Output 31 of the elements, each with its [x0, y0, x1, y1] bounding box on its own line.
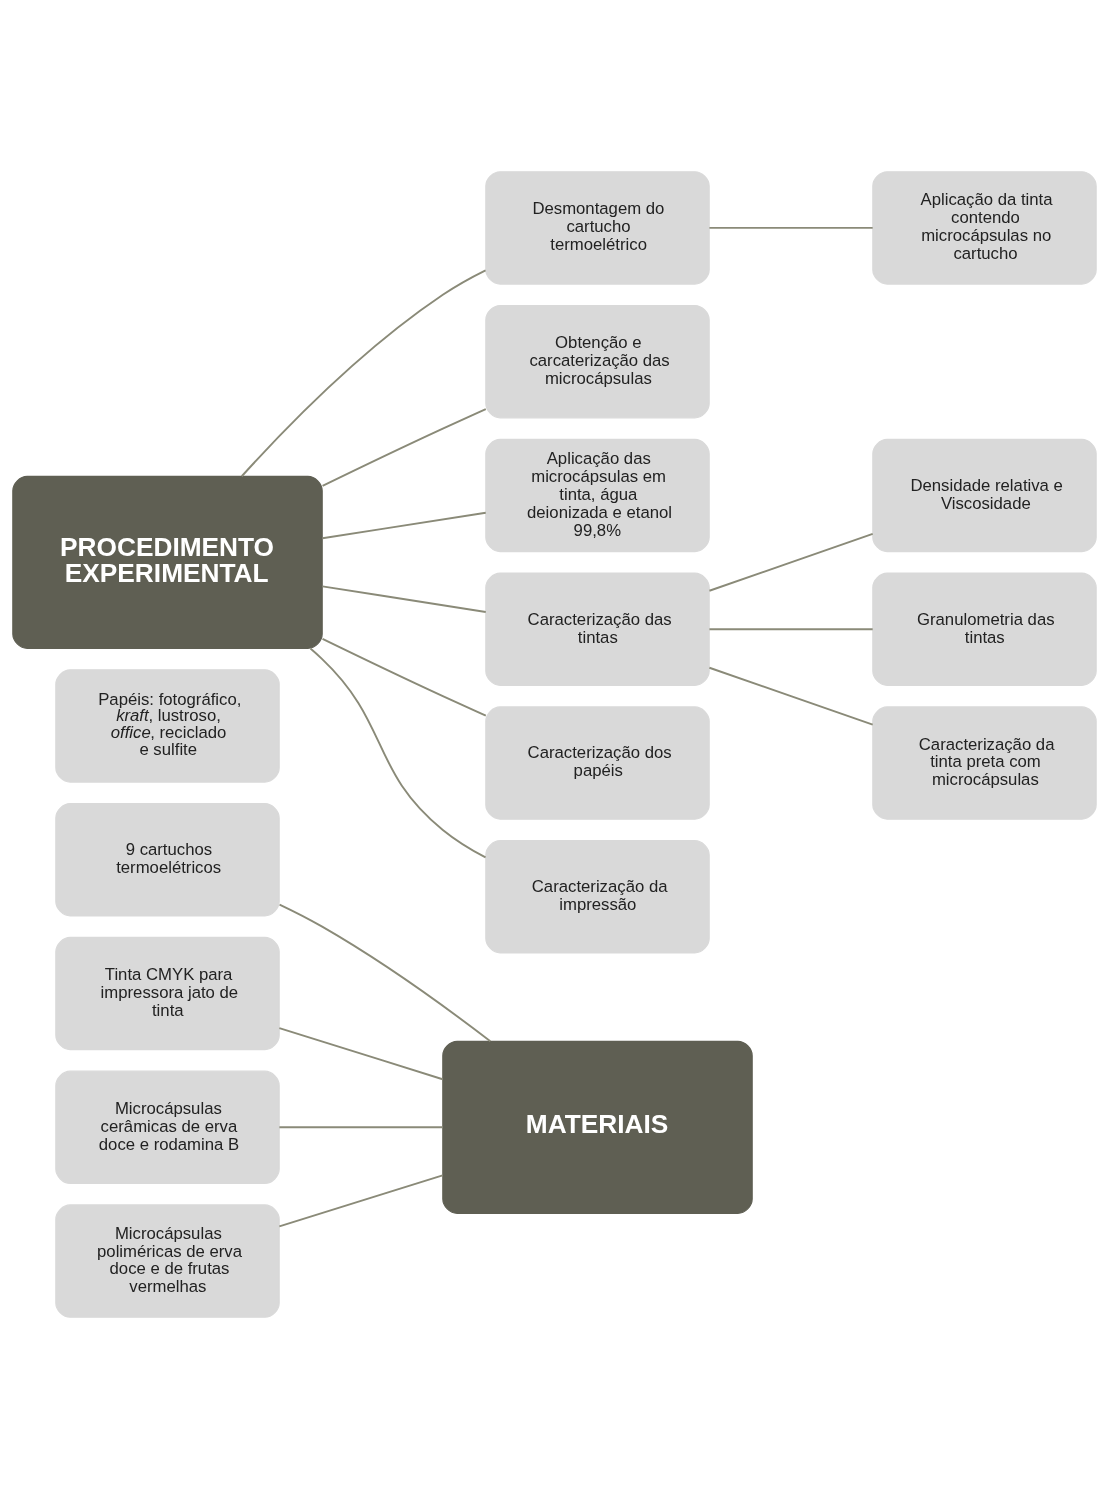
node-box: Aplicação das microcápsulas em tinta, água deionizada e etanol 99,8% — [485, 438, 710, 552]
connector — [240, 268, 487, 477]
connector — [278, 1125, 444, 1128]
node-box: Caracterização das tintas — [485, 572, 710, 686]
connector — [278, 903, 492, 1042]
node-box: Tinta CMYK para impressora jato de tinta — [55, 936, 280, 1050]
node-box: Aplicação da tinta contendo microcápsulas no cartucho — [872, 170, 1097, 285]
connector — [321, 511, 487, 539]
node-box: 9 cartuchos termoelétricos — [55, 802, 280, 916]
connector — [321, 407, 487, 487]
connector — [321, 584, 487, 613]
connector — [309, 647, 487, 858]
connector — [321, 637, 487, 716]
connector — [708, 666, 874, 725]
connector — [708, 532, 874, 592]
node-box: Microcápsulas cerâmicas de erva doce e rodamina B — [55, 1070, 280, 1184]
node-box: Microcápsulas poliméricas de erva doce e de frutas vermelhas — [55, 1203, 280, 1318]
node-box: PROCEDIMENTO EXPERIMENTAL — [12, 475, 323, 649]
connector — [278, 1173, 444, 1227]
connector — [278, 1026, 444, 1080]
node-box: Papéis: fotográfico, kraft, lustroso, office, reciclado e sulfite — [55, 668, 280, 783]
node-box: MATERIAIS — [442, 1040, 753, 1214]
node-box: Obtenção e carcaterização das microcápsulas — [485, 304, 710, 418]
connector — [708, 627, 874, 630]
node-box: Densidade relativa e Viscosidade — [872, 438, 1097, 552]
connector — [708, 226, 874, 229]
node-box: Granulometria das tintas — [872, 572, 1097, 686]
node-box: Caracterização da impressão — [485, 839, 710, 954]
node-box: Caracterização dos papéis — [485, 705, 710, 820]
node-box: Desmontagem do cartucho termoelétrico — [485, 170, 710, 285]
node-box: Caracterização da tinta preta com microcápsulas — [872, 705, 1097, 820]
